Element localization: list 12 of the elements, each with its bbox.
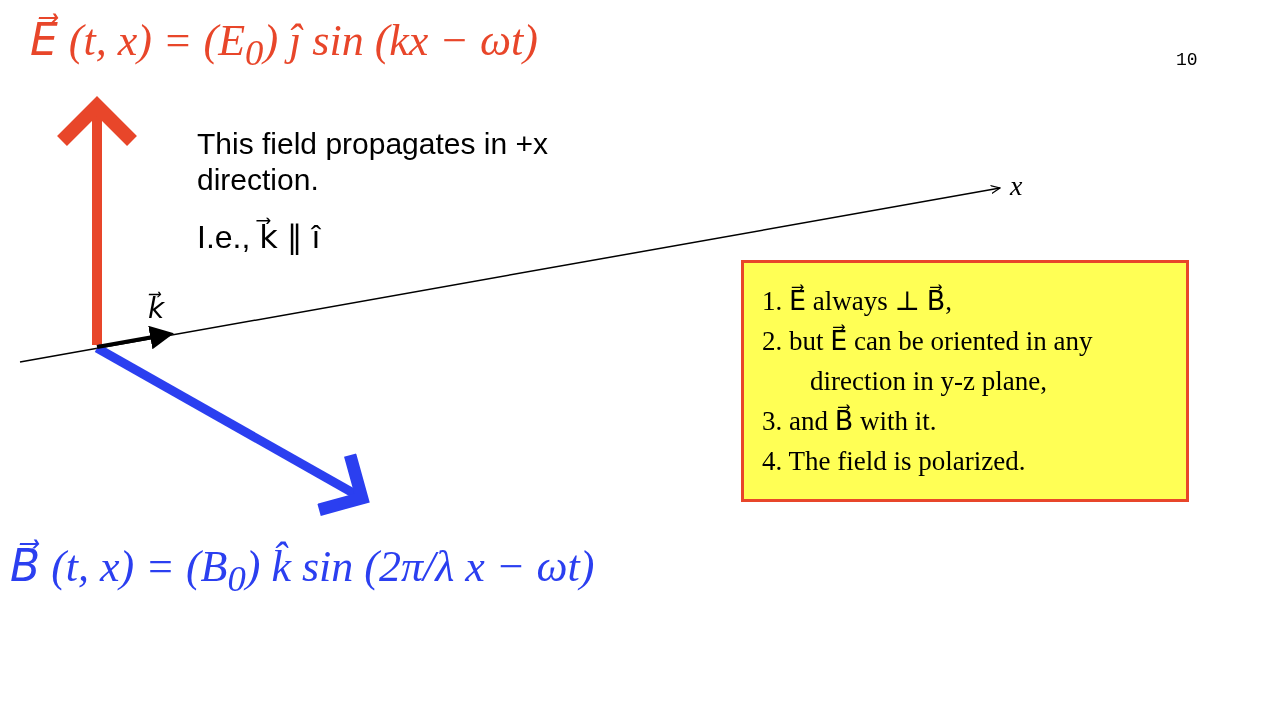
note-box [741,260,1189,502]
axis-label: x [1010,170,1023,202]
equation: B⃗ (t, x) = (B$_{0}$) k̂ sin (2π/λ x − ωt) [10,540,595,600]
list-item: 3. and B⃗ with it. [762,403,938,438]
vector-label: k⃗ [148,292,165,325]
list-item: 2. but E⃗ can be oriented in any direction in y-z plane, [762,323,1094,398]
list-item: 1. E⃗ always ⊥ B⃗, [762,283,953,318]
equation: E⃗ (t, x) = (E$_{0}$) ĵ sin (kx − ωt) [30,14,538,74]
note-text: This field propagates in +x direction. [197,126,550,198]
page-number: 10 [1176,50,1198,70]
list-item: 4. The field is polarized. [762,445,1027,478]
note-text: I.e., k⃗ ∥ î [197,218,321,256]
